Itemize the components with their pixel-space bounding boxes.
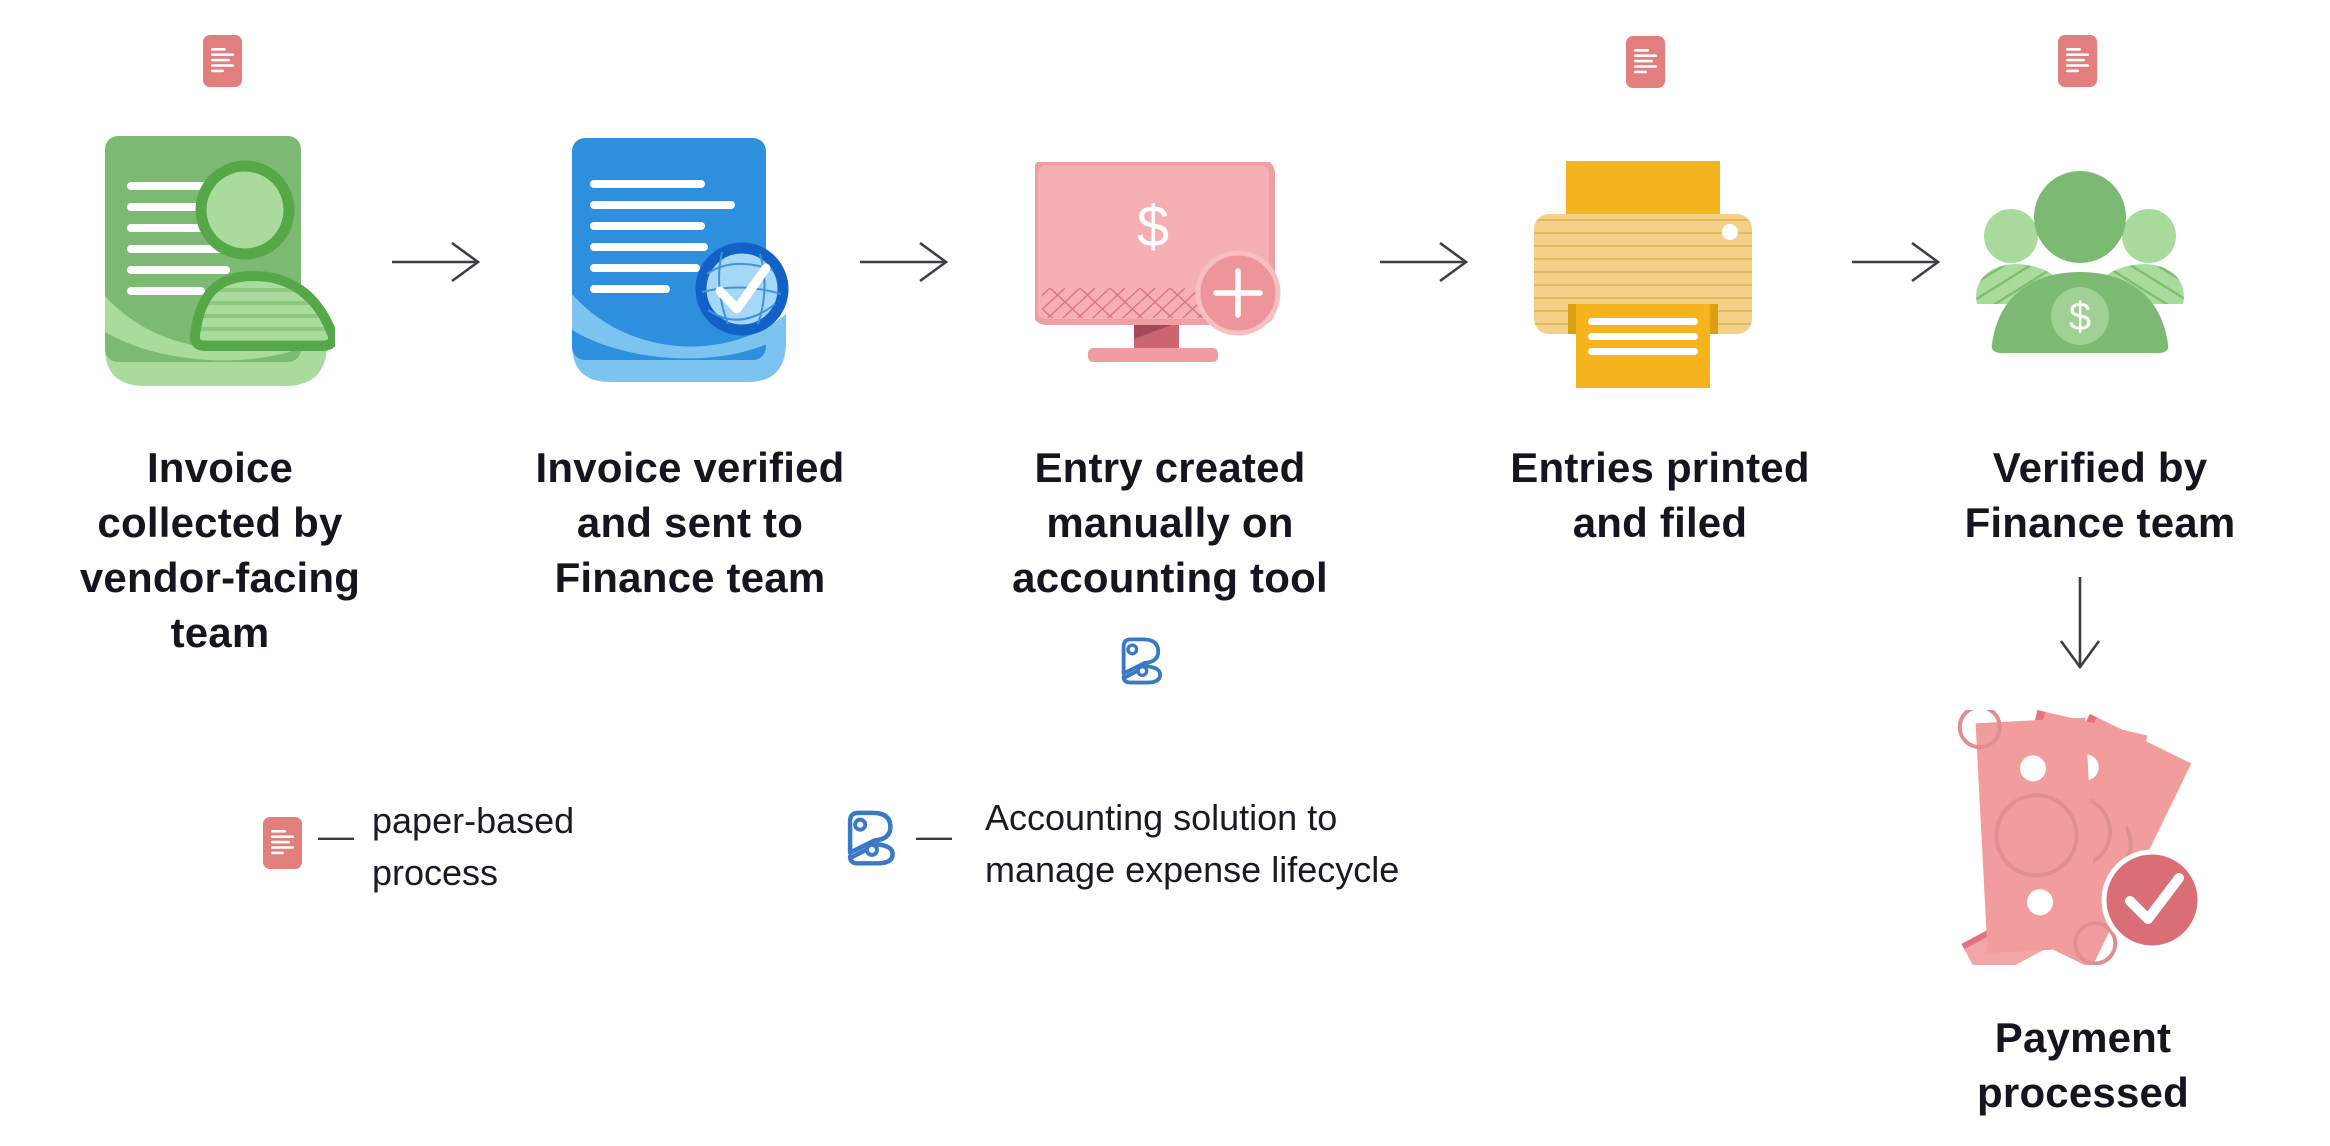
accounting-books-icon bbox=[847, 810, 895, 866]
add-entry-badge bbox=[1195, 250, 1281, 336]
step-label-invoice-collected: Invoice collected by vendor-facing team bbox=[40, 440, 400, 660]
label-line: Invoice bbox=[146, 444, 294, 491]
arrow-right-icon bbox=[860, 241, 949, 283]
label-line: team bbox=[170, 609, 270, 656]
label-line: Finance team bbox=[1964, 499, 2236, 546]
label-line: accounting tool bbox=[1012, 554, 1328, 601]
label-line: Invoice verified bbox=[535, 444, 845, 491]
arrow-right-icon bbox=[392, 241, 481, 283]
legend-dash: — bbox=[916, 815, 952, 856]
step-label-invoice-verified: Invoice verified and sent to Finance tea… bbox=[510, 440, 870, 605]
accounting-books-icon bbox=[1121, 637, 1163, 685]
label-line: process bbox=[372, 852, 499, 893]
label-line: Accounting solution to bbox=[985, 797, 1338, 838]
arrow-right-icon bbox=[1380, 241, 1469, 283]
label-line: paper-based bbox=[372, 800, 575, 841]
step-label-verified-by-finance: Verified by Finance team bbox=[1915, 440, 2285, 550]
arrow-right-icon bbox=[1852, 241, 1941, 283]
step-label-entry-created: Entry created manually on accounting too… bbox=[985, 440, 1355, 605]
globe-check-badge bbox=[695, 242, 789, 336]
verified-document-icon bbox=[572, 138, 789, 382]
payment-check-badge bbox=[2101, 849, 2203, 951]
legend-label-paper-based: paper-based process bbox=[372, 795, 574, 899]
label-line: Entry created bbox=[1034, 444, 1306, 491]
dollar-symbol: $ bbox=[2069, 295, 2091, 339]
label-line: and sent to bbox=[576, 499, 804, 546]
label-line: Payment bbox=[1994, 1014, 2172, 1061]
finance-team-icon: $ bbox=[1976, 171, 2184, 353]
label-line: processed bbox=[1977, 1069, 2189, 1116]
label-line: vendor-facing bbox=[79, 554, 361, 601]
dollar-symbol: $ bbox=[1137, 194, 1169, 259]
payment-money-icon bbox=[1957, 710, 2203, 965]
printer-icon bbox=[1534, 161, 1752, 388]
legend-dash: — bbox=[318, 815, 354, 856]
step-label-entries-printed: Entries printed and filed bbox=[1475, 440, 1845, 550]
step-label-payment-processed: Payment processed bbox=[1913, 1010, 2253, 1120]
legend-label-accounting-solution: Accounting solution to manage expense li… bbox=[985, 792, 1399, 896]
paper-process-icon bbox=[2058, 35, 2097, 87]
invoice-person-document-icon bbox=[105, 136, 335, 386]
paper-document-icon bbox=[263, 817, 302, 869]
label-line: Finance team bbox=[554, 554, 826, 601]
label-line: manage expense lifecycle bbox=[985, 849, 1400, 890]
paper-process-icon bbox=[1626, 36, 1665, 88]
accounting-monitor-icon: $ bbox=[1035, 162, 1281, 362]
label-line: Verified by bbox=[1992, 444, 2208, 491]
paper-process-icon bbox=[203, 35, 242, 87]
label-line: manually on bbox=[1046, 499, 1294, 546]
arrow-down-icon bbox=[2059, 577, 2101, 670]
label-line: and filed bbox=[1572, 499, 1748, 546]
label-line: collected by bbox=[97, 499, 343, 546]
label-line: Entries printed bbox=[1510, 444, 1810, 491]
